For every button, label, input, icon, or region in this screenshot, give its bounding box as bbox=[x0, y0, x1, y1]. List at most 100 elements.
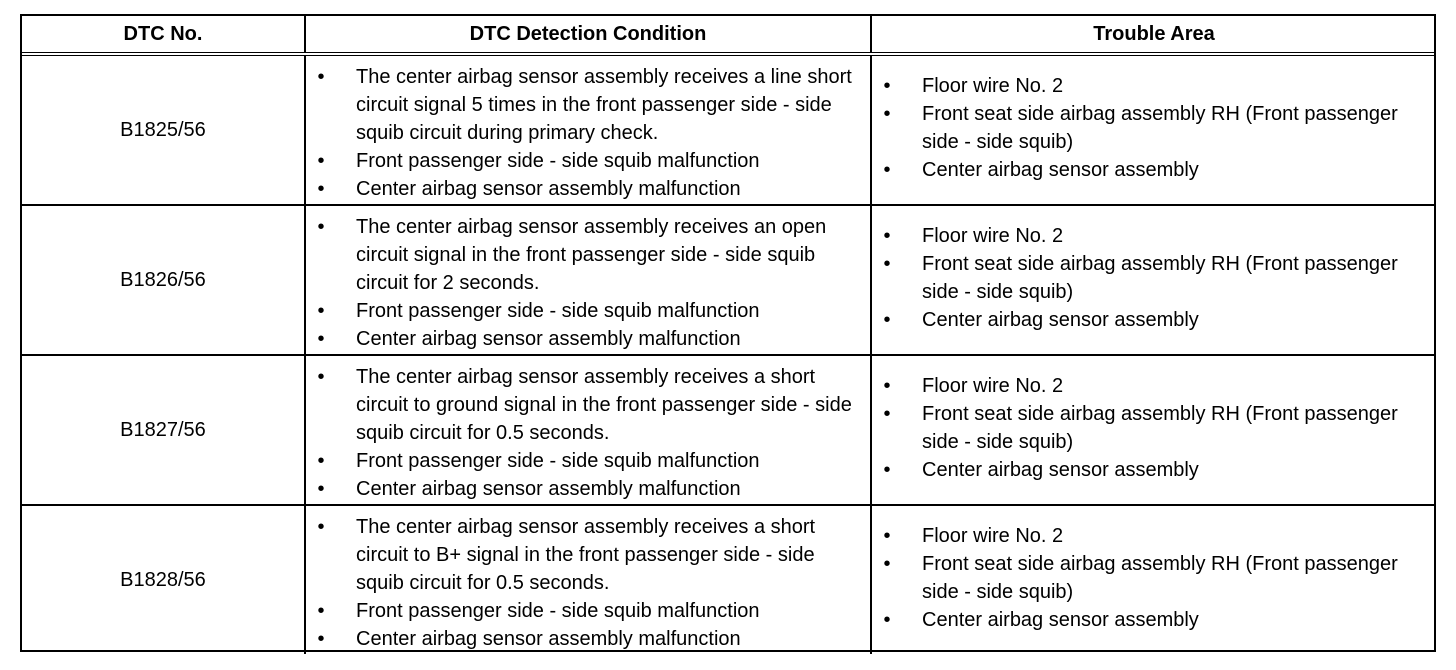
condition-text: The center airbag sensor assembly receiv… bbox=[356, 366, 852, 444]
condition-text: Center airbag sensor assembly malfunctio… bbox=[356, 478, 741, 500]
condition-list: • The center airbag sensor assembly recei… bbox=[312, 63, 860, 203]
trouble-area-list: • Floor wire No. 2 • Front seat side airba… bbox=[878, 522, 1426, 634]
list-item: • Center airbag sensor assembly bbox=[878, 156, 1426, 184]
area-text: Floor wire No. 2 bbox=[922, 225, 1064, 247]
table-row: B1828/56 • The center airbag sensor assem… bbox=[22, 506, 1434, 654]
list-item: • Center airbag sensor assembly bbox=[878, 456, 1426, 484]
list-item: • Center airbag sensor assembly bbox=[878, 606, 1426, 634]
trouble-area-list: • Floor wire No. 2 • Front seat side airba… bbox=[878, 372, 1426, 484]
trouble-area-list: • Floor wire No. 2 • Front seat side airba… bbox=[878, 72, 1426, 184]
list-item: •Front passenger side - side squib malfu… bbox=[312, 447, 860, 475]
area-text: Front seat side airbag assembly RH (Fron… bbox=[922, 403, 1398, 453]
list-item: • Floor wire No. 2 bbox=[878, 72, 1426, 100]
table-row: B1827/56 • The center airbag sensor assem… bbox=[22, 356, 1434, 506]
column-divider bbox=[870, 16, 872, 52]
header-dtc-no: DTC No. bbox=[123, 23, 203, 45]
bullet: • bbox=[883, 525, 891, 547]
area-text: Floor wire No. 2 bbox=[922, 75, 1064, 97]
list-item: • Center airbag sensor assembly bbox=[878, 306, 1426, 334]
area-text: Center airbag sensor assembly bbox=[922, 609, 1199, 631]
area-text: Front seat side airbag assembly RH (Fron… bbox=[922, 103, 1398, 153]
area-text: Center airbag sensor assembly bbox=[922, 459, 1199, 481]
condition-text: Front passenger side - side squib malfun… bbox=[356, 450, 760, 472]
area-text: Front seat side airbag assembly RH (Fron… bbox=[922, 253, 1398, 303]
column-divider bbox=[304, 56, 306, 204]
table-row: B1826/56 • The center airbag sensor assem… bbox=[22, 206, 1434, 356]
bullet: • bbox=[883, 75, 891, 97]
bullet: • bbox=[883, 553, 891, 575]
trouble-area-list: • Floor wire No. 2 • Front seat side airba… bbox=[878, 222, 1426, 334]
list-item: • Front seat side airbag assembly RH (Fro… bbox=[878, 400, 1426, 456]
bullet: • bbox=[317, 516, 325, 538]
list-item: •The center airbag sensor assembly recei… bbox=[312, 363, 860, 447]
list-item: • Front passenger side - side squib malfu… bbox=[312, 147, 860, 175]
bullet: • bbox=[883, 609, 891, 631]
condition-text: The center airbag sensor assembly receiv… bbox=[356, 66, 852, 144]
list-item: • Floor wire No. 2 bbox=[878, 372, 1426, 400]
list-item: • The center airbag sensor assembly recei… bbox=[312, 213, 860, 297]
column-divider bbox=[870, 56, 872, 204]
column-divider bbox=[304, 206, 306, 354]
list-item: •Center airbag sensor assembly malfuncti… bbox=[312, 175, 860, 203]
bullet: • bbox=[317, 478, 325, 500]
bullet: • bbox=[317, 150, 325, 172]
list-item: • Front passenger side - side squib malfu… bbox=[312, 297, 860, 325]
bullet: • bbox=[317, 178, 325, 200]
bullet: • bbox=[883, 225, 891, 247]
bullet: • bbox=[883, 459, 891, 481]
bullet: • bbox=[317, 328, 325, 350]
dtc-code: B1828/56 bbox=[120, 569, 206, 591]
table-header: DTC No. DTC Detection Condition Trouble … bbox=[22, 16, 1434, 56]
list-item: • Front passenger side - side squib malfu… bbox=[312, 597, 860, 625]
column-divider bbox=[870, 356, 872, 504]
list-item: • The center airbag sensor assembly recei… bbox=[312, 513, 860, 597]
condition-text: Front passenger side - side squib malfun… bbox=[356, 300, 760, 322]
condition-list: • The center airbag sensor assembly recei… bbox=[312, 363, 860, 503]
bullet: • bbox=[883, 375, 891, 397]
condition-list: • The center airbag sensor assembly recei… bbox=[312, 513, 860, 653]
list-item: • The center airbag sensor assembly recei… bbox=[312, 63, 860, 147]
column-divider bbox=[870, 506, 872, 654]
area-text: Front seat side airbag assembly RH (Fron… bbox=[922, 553, 1398, 603]
bullet: • bbox=[317, 628, 325, 650]
condition-text: The center airbag sensor assembly receiv… bbox=[356, 216, 827, 294]
list-item: • Center airbag sensor assembly malfuncti… bbox=[312, 625, 860, 653]
list-item: • Front seat side airbag assembly RH (Fro… bbox=[878, 250, 1426, 306]
condition-text: Front passenger side - side squib malfun… bbox=[356, 150, 760, 172]
dtc-code: B1826/56 bbox=[120, 269, 206, 291]
bullet: • bbox=[317, 300, 325, 322]
table-row: B1825/56 • The center airbag sensor assem… bbox=[22, 56, 1434, 206]
list-item: • Front seat side airbag assembly RH (Fro… bbox=[878, 550, 1426, 606]
area-text: Floor wire No. 2 bbox=[922, 375, 1064, 397]
bullet: • bbox=[883, 103, 891, 125]
condition-text: Front passenger side - side squib malfun… bbox=[356, 600, 760, 622]
list-item: • Front seat side airbag assembly RH (Fro… bbox=[878, 100, 1426, 156]
dtc-code: B1825/56 bbox=[120, 119, 206, 141]
header-detection-condition: DTC Detection Condition bbox=[469, 23, 707, 45]
condition-text: Center airbag sensor assembly malfunctio… bbox=[356, 328, 741, 350]
list-item: • Center airbag sensor assembly malfuncti… bbox=[312, 325, 860, 353]
column-divider bbox=[304, 356, 306, 504]
bullet: • bbox=[317, 600, 325, 622]
condition-list: • The center airbag sensor assembly recei… bbox=[312, 213, 860, 353]
list-item: • Floor wire No. 2 bbox=[878, 222, 1426, 250]
column-divider bbox=[304, 506, 306, 654]
bullet: • bbox=[883, 403, 891, 425]
dtc-table: DTC No. DTC Detection Condition Trouble … bbox=[20, 14, 1436, 654]
area-text: Floor wire No. 2 bbox=[922, 525, 1064, 547]
bullet: • bbox=[883, 253, 891, 275]
area-text: Center airbag sensor assembly bbox=[922, 159, 1199, 181]
bullet: • bbox=[883, 159, 891, 181]
condition-text: The center airbag sensor assembly receiv… bbox=[356, 516, 816, 594]
bullet: • bbox=[317, 66, 325, 88]
column-divider bbox=[870, 206, 872, 354]
column-divider bbox=[304, 16, 306, 52]
area-text: Center airbag sensor assembly bbox=[922, 309, 1199, 331]
header-trouble-area: Trouble Area bbox=[1093, 23, 1215, 45]
bullet: • bbox=[317, 216, 325, 238]
dtc-code: B1827/56 bbox=[120, 419, 206, 441]
bullet: • bbox=[883, 309, 891, 331]
condition-text: Center airbag sensor assembly malfunctio… bbox=[356, 628, 741, 650]
list-item: • Floor wire No. 2 bbox=[878, 522, 1426, 550]
list-item: • Center airbag sensor assembly malfuncti… bbox=[312, 475, 860, 503]
